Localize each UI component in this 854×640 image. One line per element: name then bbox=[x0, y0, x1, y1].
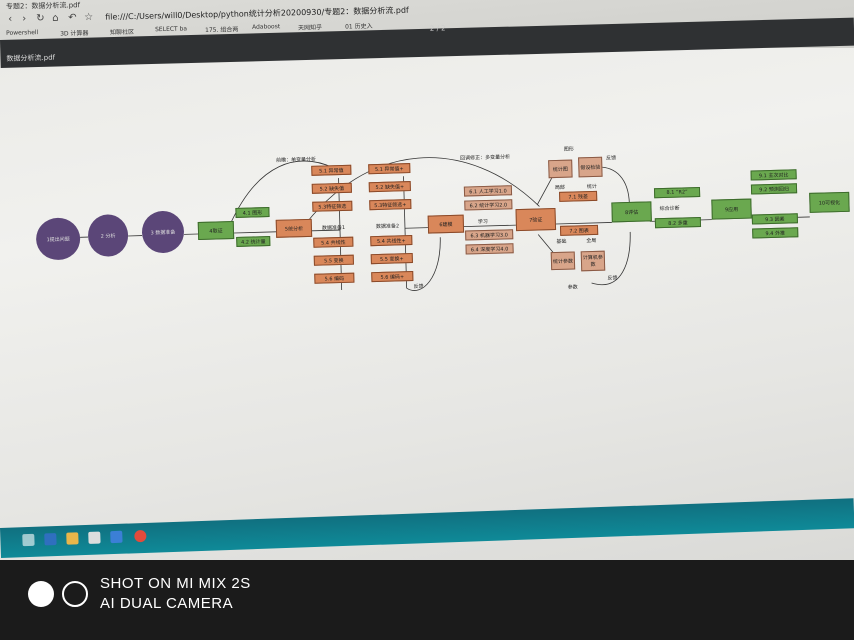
label-feedback: 反馈 bbox=[607, 275, 618, 282]
label-top-left: 前瞻：单变量分析 bbox=[275, 156, 317, 164]
node-8-1: 8.1 “R2” bbox=[653, 186, 701, 199]
mail-icon[interactable] bbox=[110, 530, 123, 544]
node-stat-params: 统计参数 bbox=[550, 251, 576, 271]
label-feedback: 反馈 bbox=[606, 155, 617, 162]
ring-circle-icon bbox=[62, 581, 88, 607]
node-6-4: 6.4 深度学习4.0 bbox=[465, 243, 514, 255]
label-global: 全局 bbox=[586, 237, 597, 245]
node-4: 4取证 bbox=[197, 221, 235, 241]
label-feedback: 反馈 bbox=[413, 283, 424, 291]
diagram-connectors bbox=[80, 157, 810, 291]
label-data-prep-2: 数据准备2 bbox=[375, 223, 400, 231]
watermark-text: SHOT ON MI MIX 2S AI DUAL CAMERA bbox=[100, 574, 251, 614]
node-7-1: 7.1 残差 bbox=[559, 190, 598, 202]
node-5-5: 5.5 变换 bbox=[313, 254, 354, 266]
label-data-prep-1: 数据准备1 bbox=[321, 224, 346, 232]
monitor-screen: 专题2：数据分析流.pdf ‹ › ↻ ⌂ ↶ ☆ file:///C:/Use… bbox=[0, 0, 854, 575]
node-7: 7验证 bbox=[515, 208, 557, 232]
node-5-2: 5.2 缺失值 bbox=[311, 182, 352, 194]
node-6-1: 6.1 人工学习1.0 bbox=[463, 185, 513, 197]
label-learn: 学习 bbox=[477, 218, 488, 226]
node-7-2: 7.2 图表 bbox=[559, 224, 599, 236]
watermark-line-2: AI DUAL CAMERA bbox=[100, 595, 234, 612]
node-5-2b: 5.2 缺失值+ bbox=[368, 181, 411, 193]
node-hypothesis-test: 假设检验 bbox=[578, 156, 603, 178]
flow-diagram: 1提出问题 2 分析 3 数据准备 4取证 4.1 图形 4.2 统计量 5统分… bbox=[35, 146, 850, 291]
node-9-4: 9.4 外推 bbox=[752, 227, 799, 239]
label-params: 参数 bbox=[567, 284, 578, 291]
label-basic: 基础 bbox=[556, 238, 567, 246]
node-stat-chart: 统计图 bbox=[548, 159, 573, 179]
node-9: 9应用 bbox=[711, 198, 752, 220]
node-5-4b: 5.4 共线性+ bbox=[370, 235, 413, 247]
folder-icon[interactable] bbox=[66, 532, 79, 545]
watermark-line-1: SHOT ON MI MIX 2S bbox=[100, 575, 251, 592]
node-5-3: 5.3特征筛选 bbox=[312, 200, 353, 212]
node-5-1: 5.1 异常值 bbox=[311, 164, 352, 176]
node-8: 8评估 bbox=[611, 201, 652, 223]
node-9-1: 9.1 主次对比 bbox=[750, 169, 797, 181]
label-stats: 统计 bbox=[586, 183, 597, 191]
label-local: 局部 bbox=[554, 184, 566, 192]
node-5-3b: 5.3特征筛选+ bbox=[369, 199, 412, 211]
node-6-2: 6.2 统计学习2.0 bbox=[464, 199, 513, 211]
node-4-2: 4.2 统计量 bbox=[236, 235, 271, 247]
label-top-mid: 回调修正：多变量分析 bbox=[459, 154, 511, 162]
node-5-6: 5.6 编码 bbox=[314, 272, 355, 284]
edge-icon[interactable] bbox=[44, 533, 57, 546]
store-icon[interactable] bbox=[88, 531, 101, 544]
node-6: 6建模 bbox=[427, 214, 465, 234]
node-6-3: 6.3 机器学习3.0 bbox=[465, 229, 514, 241]
node-9-3: 9.3 因素 bbox=[751, 213, 798, 225]
node-computer-params: 计算机参数 bbox=[580, 250, 606, 272]
chrome-icon[interactable] bbox=[134, 529, 147, 543]
node-9-2: 9.2 预测回归 bbox=[750, 183, 798, 195]
node-5-6b: 5.6 编码+ bbox=[371, 271, 414, 283]
taskview-icon[interactable] bbox=[22, 533, 35, 547]
node-8-2: 8.2 多重 bbox=[654, 216, 702, 229]
node-5-1b: 5.1 异常值+ bbox=[368, 163, 411, 175]
monitor-bezel bbox=[0, 560, 854, 640]
node-5-4: 5.4 共线性 bbox=[313, 236, 354, 248]
node-5: 5统分析 bbox=[275, 218, 313, 238]
filled-circle-icon bbox=[28, 581, 54, 607]
label-graph: 图形 bbox=[563, 146, 574, 153]
node-10: 10可视化 bbox=[809, 191, 850, 213]
node-5-5b: 5.5 变换+ bbox=[370, 253, 413, 265]
camera-watermark: SHOT ON MI MIX 2S AI DUAL CAMERA bbox=[28, 574, 251, 614]
label-combined-diagnosis: 综合诊断 bbox=[659, 205, 680, 213]
node-4-1: 4.1 图形 bbox=[235, 207, 270, 218]
